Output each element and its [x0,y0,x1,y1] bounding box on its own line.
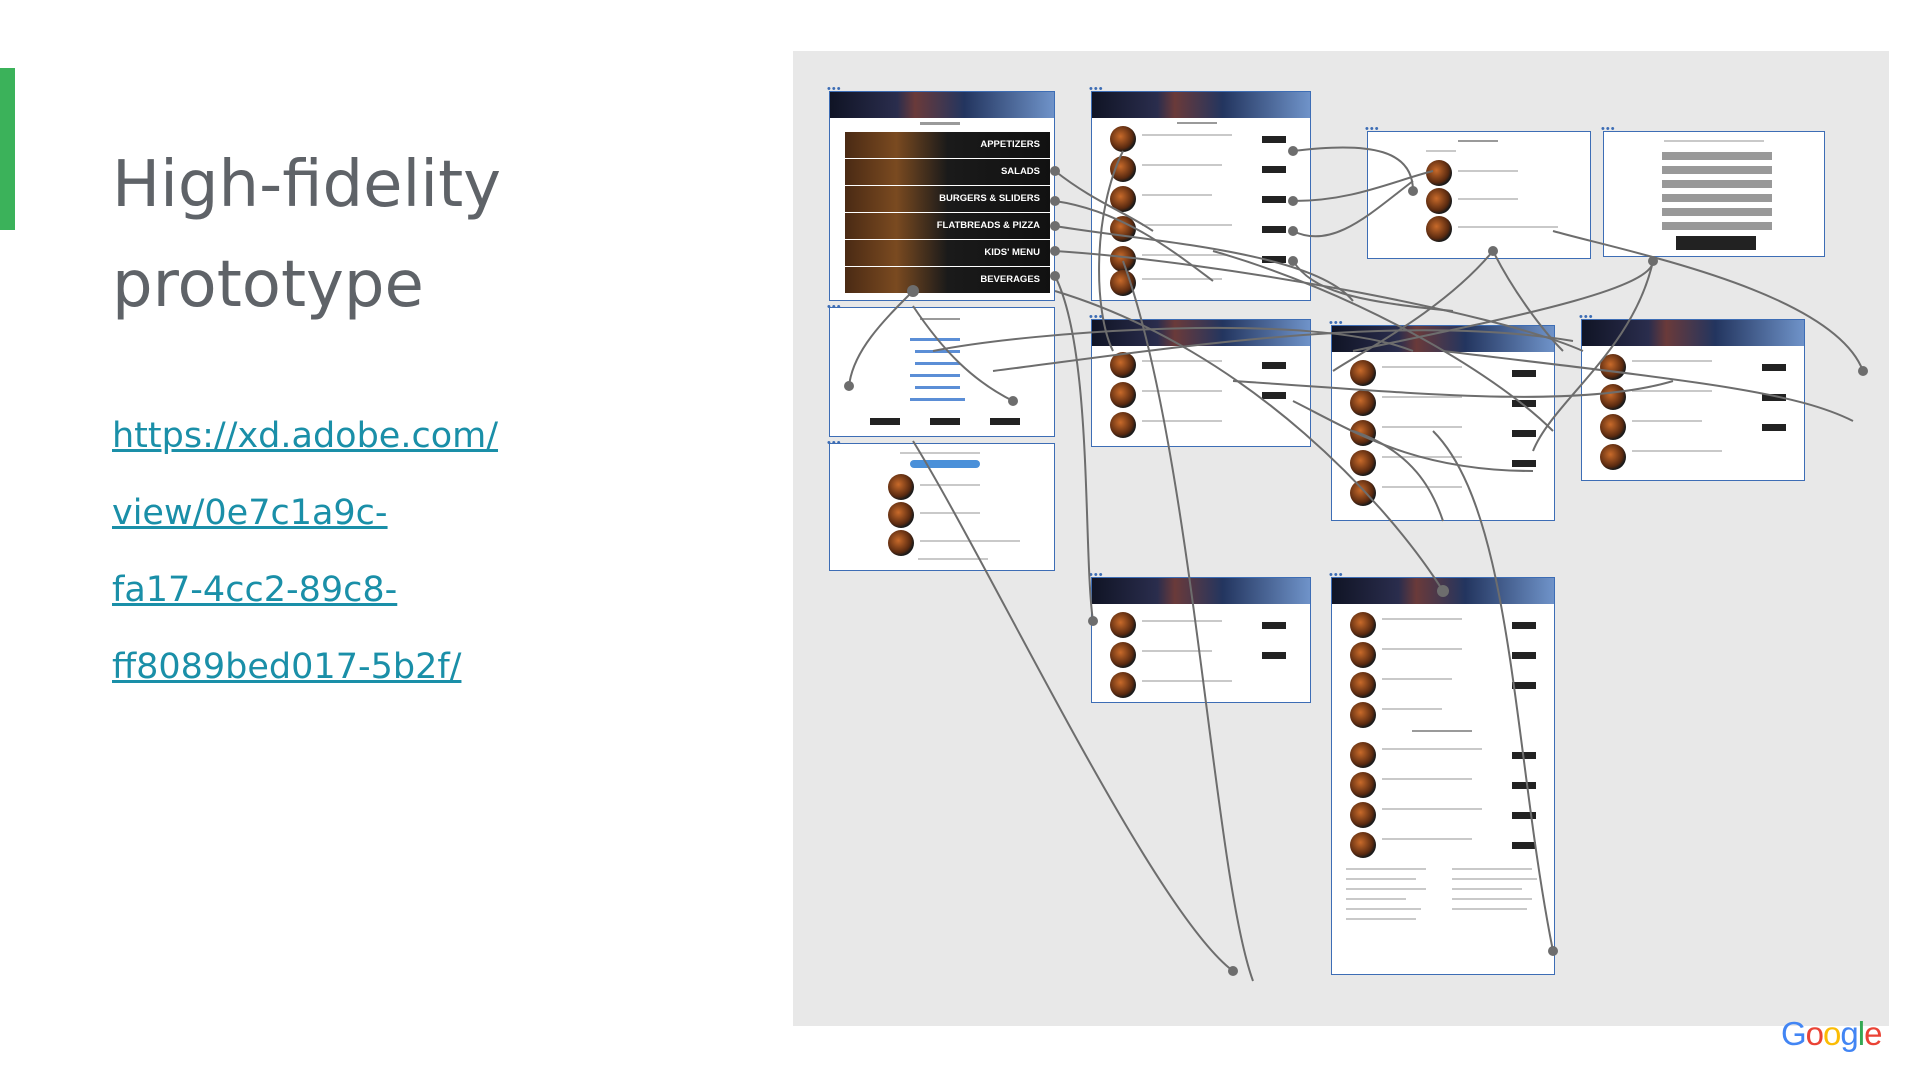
link-line-3[interactable]: fa17-4cc2-89c8- [112,570,398,610]
artboard-order-summary [829,443,1055,571]
link-line-1[interactable]: https://xd.adobe.com/ [112,416,499,456]
artboard-kids-menu [1091,577,1311,703]
menu-row-beverages: BEVERAGES [845,267,1050,293]
artboard-dots: ••• [1329,569,1344,581]
accent-bar [0,68,15,230]
menu-row-kids: KIDS' MENU [845,240,1050,266]
artboard-dots: ••• [827,83,842,95]
menu-label-salads: SALADS [1000,166,1040,177]
title-line-2: prototype [112,248,424,322]
artboard-menu: APPETIZERS SALADS BURGERS & SLIDERS FLAT… [829,91,1055,301]
artboard-payment [1603,131,1825,257]
artboard-hero-image [1092,92,1310,118]
menu-row-flatbreads: FLATBREADS & PIZZA [845,213,1050,239]
link-line-2[interactable]: view/0e7c1a9c- [112,493,388,533]
artboard-beverages [1331,577,1555,975]
artboard-hero-image [1582,320,1804,346]
artboard-dots: ••• [1089,311,1104,323]
artboard-hero-image [830,92,1054,118]
prototype-wires [844,146,1868,982]
artboard-cart [1367,131,1591,259]
menu-label-flatbreads: FLATBREADS & PIZZA [936,220,1040,231]
artboard-hero-image [1092,320,1310,346]
menu-label-beverages: BEVERAGES [980,274,1040,285]
logo-letter-o2: o [1823,1015,1841,1052]
artboard-dots: ••• [1365,123,1380,135]
menu-label-burgers: BURGERS & SLIDERS [939,193,1040,204]
google-logo: Google [1781,1015,1882,1053]
logo-letter-l: l [1857,1015,1865,1052]
artboard-dots: ••• [1601,123,1616,135]
prototype-canvas-image: ••• APPETIZERS SALADS BURGERS & SLIDERS … [793,51,1889,1026]
menu-label-appetizers: APPETIZERS [980,139,1040,150]
prototype-link[interactable]: https://xd.adobe.com/ view/0e7c1a9c- fa1… [112,398,498,706]
title-line-1: High-fidelity [112,148,502,222]
logo-letter-e: e [1864,1015,1882,1052]
logo-letter-g2: g [1840,1015,1858,1052]
logo-letter-o1: o [1805,1015,1824,1052]
artboard-dots: ••• [1579,311,1594,323]
artboard-dots: ••• [1089,83,1104,95]
logo-letter-g: G [1781,1015,1807,1052]
artboard-flatbreads [1581,319,1805,481]
artboard-dots: ••• [1329,317,1344,329]
menu-row-appetizers: APPETIZERS [845,132,1050,158]
link-line-4[interactable]: ff8089bed017-5b2f/ [112,647,462,687]
menu-row-burgers: BURGERS & SLIDERS [845,186,1050,212]
artboard-hero-image [1092,578,1310,604]
slide-title: High-fidelity prototype [112,135,501,335]
menu-label-kids: KIDS' MENU [984,247,1040,258]
menu-row-salads: SALADS [845,159,1050,185]
artboard-seat-selection [829,307,1055,437]
artboard-dots: ••• [1089,569,1104,581]
